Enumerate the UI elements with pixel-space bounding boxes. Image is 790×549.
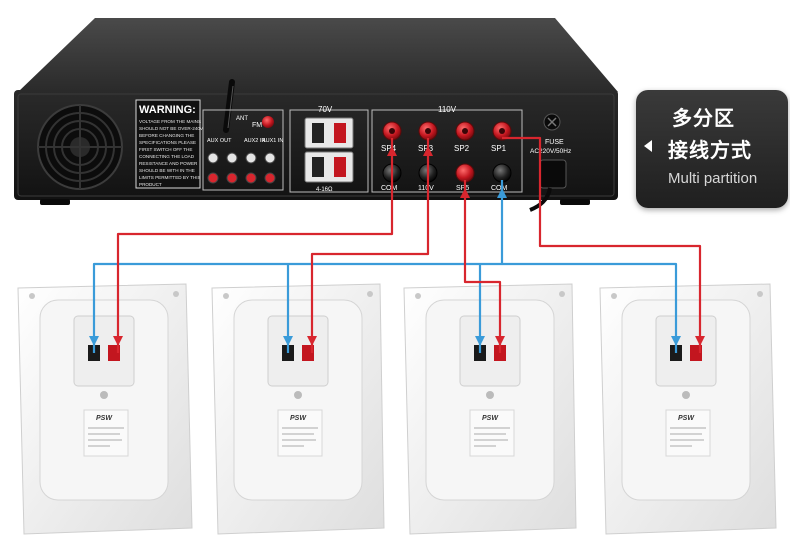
speaker-brand: PSW	[96, 415, 113, 422]
110v-small-label: 110V	[418, 185, 434, 192]
speaker-4: PSW	[599, 283, 777, 535]
wires	[89, 136, 705, 353]
70v-label: 70V	[318, 105, 333, 114]
wire-red-sp3	[310, 138, 430, 353]
wire-arrowhead	[283, 336, 293, 346]
speaker-brand: PSW	[290, 415, 307, 422]
terminal-block-70v: 70V 4-16Ω	[289, 105, 369, 193]
fuse-power-area: FUSE AC220V/50Hz	[529, 113, 571, 212]
sp5-label: SP5	[456, 185, 469, 192]
wire-arrowhead	[671, 336, 681, 346]
wire-arrowhead	[423, 146, 433, 156]
terminal-com-right	[492, 163, 512, 183]
amplifier: WARNING: VOLTAGE FROM THE MAINS SHOULD N…	[14, 18, 618, 212]
rca-panel: AUX OUT AUX2 IN AUX1 IN	[207, 138, 283, 184]
callout-title-line2: 接线方式	[668, 138, 752, 162]
partition-callout: 多分区 接线方式 Multi partition	[636, 90, 788, 208]
fm-label: FM	[252, 122, 262, 129]
warning-line: RESISTANCE AND POWER	[139, 161, 198, 166]
speaker-brand: PSW	[678, 415, 695, 422]
sp2-label: SP2	[454, 144, 470, 153]
warning-line: BEFORE CHANGING THE	[139, 133, 194, 138]
wire-arrowhead	[113, 336, 123, 346]
callout-title-line1: 多分区	[672, 106, 735, 130]
ant-label: ANT	[236, 116, 248, 122]
sp1-label: SP1	[491, 144, 507, 153]
terminal-sp5	[455, 163, 475, 183]
com-right-label: COM	[491, 185, 508, 192]
speaker-1: PSW	[17, 283, 193, 535]
rca-jack	[207, 152, 219, 164]
sp3-label: SP3	[418, 144, 434, 153]
amplifier-top-cover	[18, 18, 618, 92]
rca-jack	[245, 152, 257, 164]
warning-line: SPECIFICATIONS PLEASE	[139, 140, 196, 145]
110v-label: 110V	[438, 105, 457, 114]
wire-arrowhead	[387, 146, 397, 156]
warning-line: VOLTAGE FROM THE MAINS	[139, 119, 201, 124]
warning-line: PRODUCT	[139, 182, 162, 187]
fuse-label: FUSE	[545, 139, 564, 146]
wire-red-sp4	[116, 138, 394, 353]
rca-jack	[245, 172, 257, 184]
warning-line: LIMITS PERMITTED BY THIS	[139, 175, 201, 180]
rca-jack	[264, 152, 276, 164]
fan-grill	[37, 104, 123, 190]
aux-out-label: AUX OUT	[207, 138, 232, 144]
callout-subtitle: Multi partition	[668, 170, 758, 187]
wire-arrowhead	[495, 336, 505, 346]
wire-red-sp5	[463, 180, 502, 353]
wire-blue-speaker-4	[502, 262, 678, 353]
fm-antenna-jack	[262, 116, 274, 128]
speaker-2: PSW	[211, 283, 385, 535]
sp4-label: SP4	[381, 144, 397, 153]
wire-blue-common	[92, 180, 504, 353]
wire-arrowhead	[475, 336, 485, 346]
wire-arrowhead	[497, 188, 507, 198]
warning-line: SHOULD NOT BE OVER-240V	[139, 126, 204, 131]
warning-title: WARNING:	[139, 104, 196, 116]
aux1-in-label: AUX1 IN	[262, 138, 283, 144]
aux2-in-label: AUX2 IN	[244, 138, 265, 144]
speaker-brand: PSW	[482, 415, 499, 422]
wire-arrowhead	[307, 336, 317, 346]
com-left-label: COM	[381, 185, 398, 192]
rca-jack	[264, 172, 276, 184]
rca-jack	[226, 152, 238, 164]
triangle-left-icon	[644, 140, 652, 152]
speaker-3: PSW	[403, 283, 577, 535]
rca-jack	[207, 172, 219, 184]
warning-label: WARNING: VOLTAGE FROM THE MAINS SHOULD N…	[135, 99, 204, 189]
wire-arrowhead	[89, 336, 99, 346]
wire-arrowhead	[695, 336, 705, 346]
ac-label: AC220V/50Hz	[530, 148, 571, 155]
wire-red-sp1	[502, 136, 702, 353]
speakers: PSW PSW	[17, 283, 777, 535]
wire-arrowhead	[460, 188, 470, 198]
rca-jack	[226, 172, 238, 184]
warning-line: FIRST SWITCH OFF THE	[139, 147, 192, 152]
antenna	[223, 79, 235, 133]
warning-line: SHOULD BE WITH IN THE	[139, 168, 195, 173]
ohm-label: 4-16Ω	[316, 187, 333, 193]
power-socket	[539, 159, 567, 189]
warning-line: CONNECTING THE LOAD	[139, 154, 195, 159]
terminal-block-110v: 110V SP4 SP3 SP2 SP1 COM 110V SP5 COM	[371, 105, 523, 193]
